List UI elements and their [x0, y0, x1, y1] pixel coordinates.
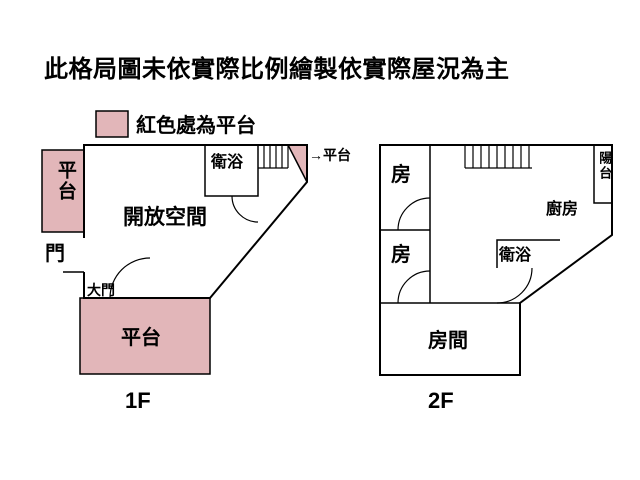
- f1-open-space-label: 開放空間: [123, 206, 207, 229]
- f2-room-upper-door-arc: [397, 197, 431, 231]
- legend-swatch-icon: [95, 109, 129, 138]
- f1-side-platform-label: 平台: [54, 160, 76, 202]
- f2-room-lower-label: 房: [391, 244, 411, 266]
- f2-balcony-label: 陽台: [597, 151, 613, 181]
- f2-kitchen-label: 廚房: [546, 201, 579, 218]
- f2-floor-label: 2F: [428, 388, 454, 413]
- legend-label: 紅色處為平台: [136, 115, 256, 137]
- f1-outline-walls: [83, 144, 308, 299]
- f1-front-platform-shape: [79, 297, 211, 375]
- f2-stairs-icon: [464, 145, 532, 169]
- platform-legend: 紅色處為平台: [95, 109, 256, 138]
- floor2-plan: [379, 144, 613, 376]
- disclaimer-title: 此格局圖未依實際比例繪製依實際屋況為主: [44, 56, 510, 83]
- f1-bathroom-label: 衛浴: [211, 154, 244, 171]
- f1-front-platform-label: 平台: [121, 327, 161, 349]
- f2-outline-walls: [379, 144, 613, 376]
- legend-color-swatch: [95, 109, 129, 138]
- f2-room-lower-door-arc: [397, 270, 431, 304]
- f2-room-upper-label: 房: [391, 164, 411, 186]
- f1-roof-platform-note: →平台: [309, 147, 351, 163]
- f2-bathroom-door-arc: [496, 267, 533, 304]
- f1-stairs-icon: [258, 145, 289, 169]
- f2-bedroom-label: 房間: [428, 330, 468, 352]
- f1-main-door-label: 大門: [87, 282, 115, 298]
- f1-bathroom-door-arc: [231, 195, 259, 223]
- f1-main-door-arc: [109, 257, 151, 299]
- f2-bathroom-label: 衛浴: [499, 247, 532, 264]
- f1-door-label: 門: [45, 243, 65, 265]
- floor1-plan: [41, 144, 308, 375]
- f2-interior-walls: [380, 145, 612, 304]
- f1-floor-label: 1F: [125, 388, 151, 413]
